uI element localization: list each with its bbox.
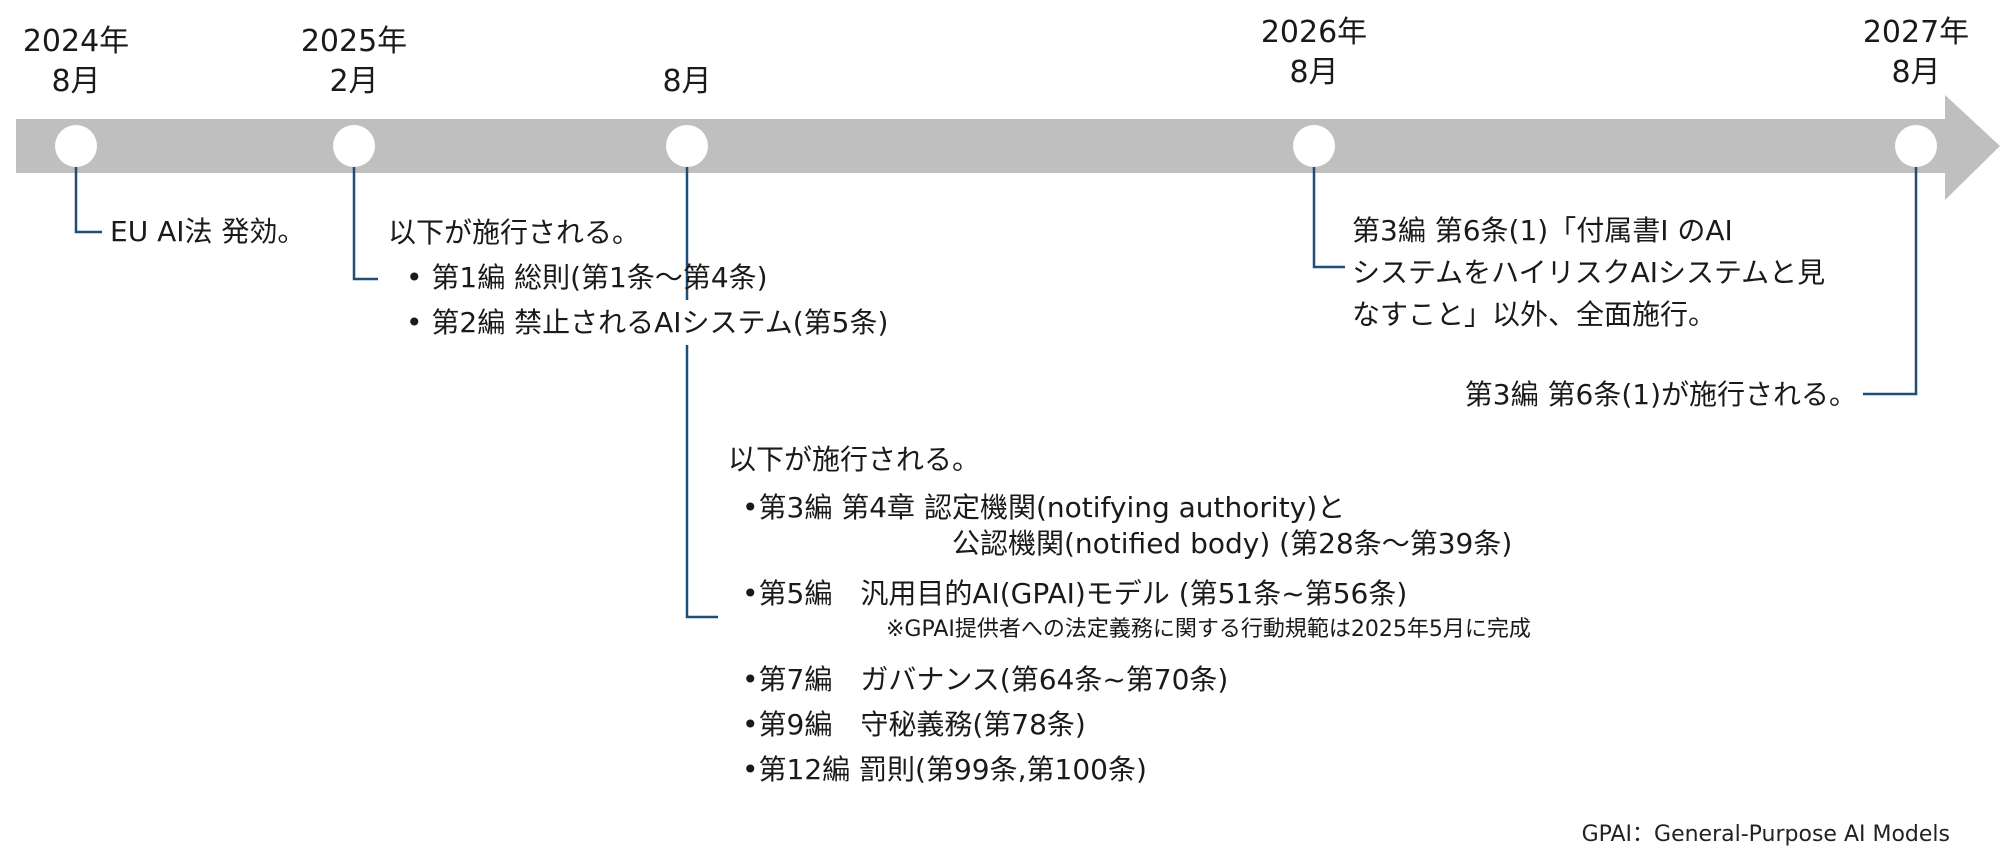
event-2025-08-block: 以下が施行される。 •第3編 第4章 認定機関(notifying author…	[728, 437, 1531, 792]
month-label: 8月	[51, 64, 101, 99]
milestone-marker-2025-02	[333, 125, 375, 167]
milestone-marker-2025-08	[666, 125, 708, 167]
event-2025-02-intro: 以下が施行される。	[388, 216, 641, 249]
event-2026-08-line-3: なすこと」以外、全面施行。	[1352, 298, 1717, 331]
timeline-arrow	[16, 95, 2000, 200]
event-2025-02-item-2-text: • 第2編 禁止されるAIシステム(第5条)	[406, 300, 889, 345]
month-label: 8月	[1891, 55, 1941, 90]
milestone-marker-2026-08	[1293, 125, 1335, 167]
milestone-marker-2024-08	[55, 125, 97, 167]
event-2025-08-intro: 以下が施行される。	[728, 443, 981, 476]
event-2027-08-text: 第3編 第6条(1)が施行される。	[1464, 378, 1857, 411]
connector-2025-02	[352, 162, 378, 281]
event-2025-08-item-4: •第9編 守秘義務(第78条)	[742, 708, 1086, 741]
event-2026-08-block: 第3編 第6条(1)「付属書Ⅰ のAI システムをハイリスクAIシステムと見 な…	[1352, 210, 1825, 336]
connector-2026-08	[1312, 162, 1345, 269]
year-label: 2025年	[300, 24, 408, 59]
footnote-gpai: GPAI：General-Purpose AI Models	[1581, 822, 1950, 847]
date-label-2025-08: 8月	[627, 62, 747, 102]
connector-2027-08	[1863, 162, 1918, 396]
date-label-2025-02: 2025年 2月	[294, 22, 414, 102]
event-2024-08-text: EU AI法 発効。	[110, 215, 306, 248]
event-2025-02-item-1: • 第1編 総則(第1条～第4条)	[406, 261, 768, 294]
milestone-marker-2027-08	[1895, 125, 1937, 167]
month-label: 8月	[662, 64, 712, 99]
event-2026-08-line-1: 第3編 第6条(1)「付属書Ⅰ のAI	[1352, 214, 1733, 247]
year-label: 2026年	[1260, 15, 1368, 50]
connector-2024-08	[74, 162, 102, 234]
date-label-2026-08: 2026年 8月	[1254, 13, 1374, 93]
year-label: 2027年	[1862, 15, 1970, 50]
event-2025-08-item-1-cont: 公認機関(notified body) (第28条～第39条)	[952, 527, 1513, 560]
event-2025-02-item-2: • 第2編 禁止されるAIシステム(第5条)	[406, 300, 889, 345]
date-label-2024-08: 2024年 8月	[16, 22, 136, 102]
event-2025-08-item-1: •第3編 第4章 認定機関(notifying authority)と	[742, 491, 1346, 524]
event-2025-02-block: 以下が施行される。 • 第1編 総則(第1条～第4条) • 第2編 禁止されるA…	[388, 210, 889, 345]
year-label: 2024年	[22, 24, 130, 59]
event-2025-08-item-2: •第5編 汎用目的AI(GPAI)モデル (第51条~第56条)	[742, 577, 1408, 610]
event-2025-08-item-3: •第7編 ガバナンス(第64条~第70条)	[742, 663, 1229, 696]
month-label: 8月	[1289, 55, 1339, 90]
date-label-2027-08: 2027年 8月	[1846, 13, 1986, 93]
event-2025-08-note: ※GPAI提供者への法定義務に関する行動規範は2025年5月に完成	[886, 617, 1531, 642]
month-label: 2月	[329, 64, 379, 99]
event-2025-08-item-5: •第12編 罰則(第99条,第100条)	[742, 753, 1147, 786]
event-2026-08-line-2: システムをハイリスクAIシステムと見	[1352, 256, 1826, 289]
